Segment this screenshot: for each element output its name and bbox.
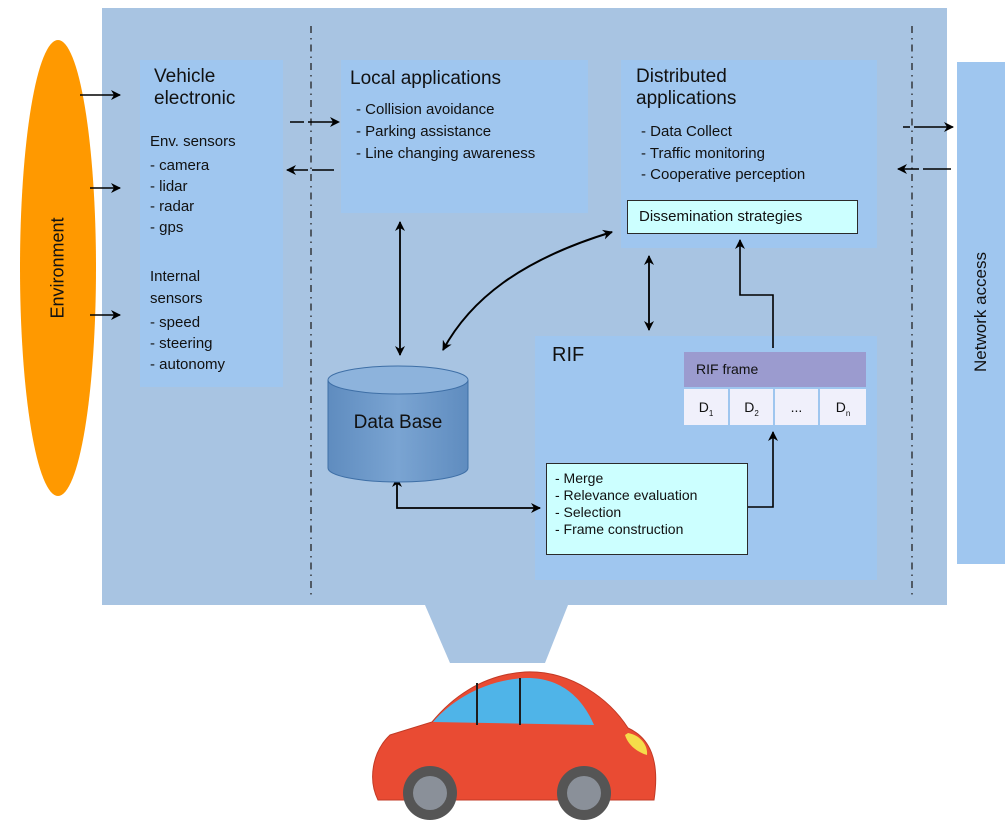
process-item: - Selection xyxy=(555,504,622,520)
rif-frame-header: RIF frame xyxy=(684,352,866,387)
vehicle-title-line1: Vehicle xyxy=(154,66,216,87)
local-applications-box: Local applications - Collision avoidance… xyxy=(341,60,588,213)
frame-cell-ellipsis: ... xyxy=(775,389,818,425)
network-access-box xyxy=(957,62,1005,564)
local-applications-title: Local applications xyxy=(350,68,502,89)
car-illustration xyxy=(372,671,657,820)
distributed-app-item: - Traffic monitoring xyxy=(641,145,765,162)
funnel-connector xyxy=(425,605,568,663)
frame-cell-d2: D2 xyxy=(730,389,773,425)
process-item: - Relevance evaluation xyxy=(555,487,698,503)
sensor-item: - autonomy xyxy=(150,356,226,373)
distributed-app-item: - Cooperative perception xyxy=(641,166,806,183)
local-app-item: - Parking assistance xyxy=(356,123,492,140)
internal-sensors-title-line1: Internal xyxy=(150,268,201,285)
sensor-item: - gps xyxy=(150,219,184,236)
sensor-item: - speed xyxy=(150,314,201,331)
vehicle-electronic-box: Vehicle electronic Env. sensors - camera… xyxy=(140,60,283,387)
sensor-item: - radar xyxy=(150,198,195,215)
sensor-item: - steering xyxy=(150,335,213,352)
local-app-item: - Line changing awareness xyxy=(356,145,536,162)
rif-process-box: - Merge - Relevance evaluation - Selecti… xyxy=(546,463,748,555)
frame-cell-dn: Dn xyxy=(820,389,866,425)
env-sensors-title: Env. sensors xyxy=(150,133,236,150)
database-label: Data Base xyxy=(353,412,443,433)
distributed-db-arrow xyxy=(442,229,613,351)
vehicle-title-line2: electronic xyxy=(154,88,236,109)
distributed-title-line2: applications xyxy=(636,88,737,109)
sensor-item: - camera xyxy=(150,157,210,174)
distributed-app-item: - Data Collect xyxy=(641,123,732,140)
process-frame-arrow xyxy=(748,431,778,508)
rif-frame-table: RIF frame D1 D2 ... Dn xyxy=(684,352,866,425)
sensor-item: - lidar xyxy=(150,178,188,195)
local-app-item: - Collision avoidance xyxy=(356,101,495,118)
process-item: - Merge xyxy=(555,470,604,486)
environment-ellipse xyxy=(20,40,96,496)
distributed-title-line1: Distributed xyxy=(636,66,727,87)
dissemination-strategies-box: Dissemination strategies xyxy=(627,200,858,234)
db-process-arrow xyxy=(392,477,541,513)
frame-cell-d1: D1 xyxy=(684,389,728,425)
database-cylinder xyxy=(327,365,469,483)
frame-dissemination-arrow xyxy=(735,239,774,348)
process-item: - Frame construction xyxy=(555,521,684,537)
internal-sensors-title-line2: sensors xyxy=(150,290,203,307)
